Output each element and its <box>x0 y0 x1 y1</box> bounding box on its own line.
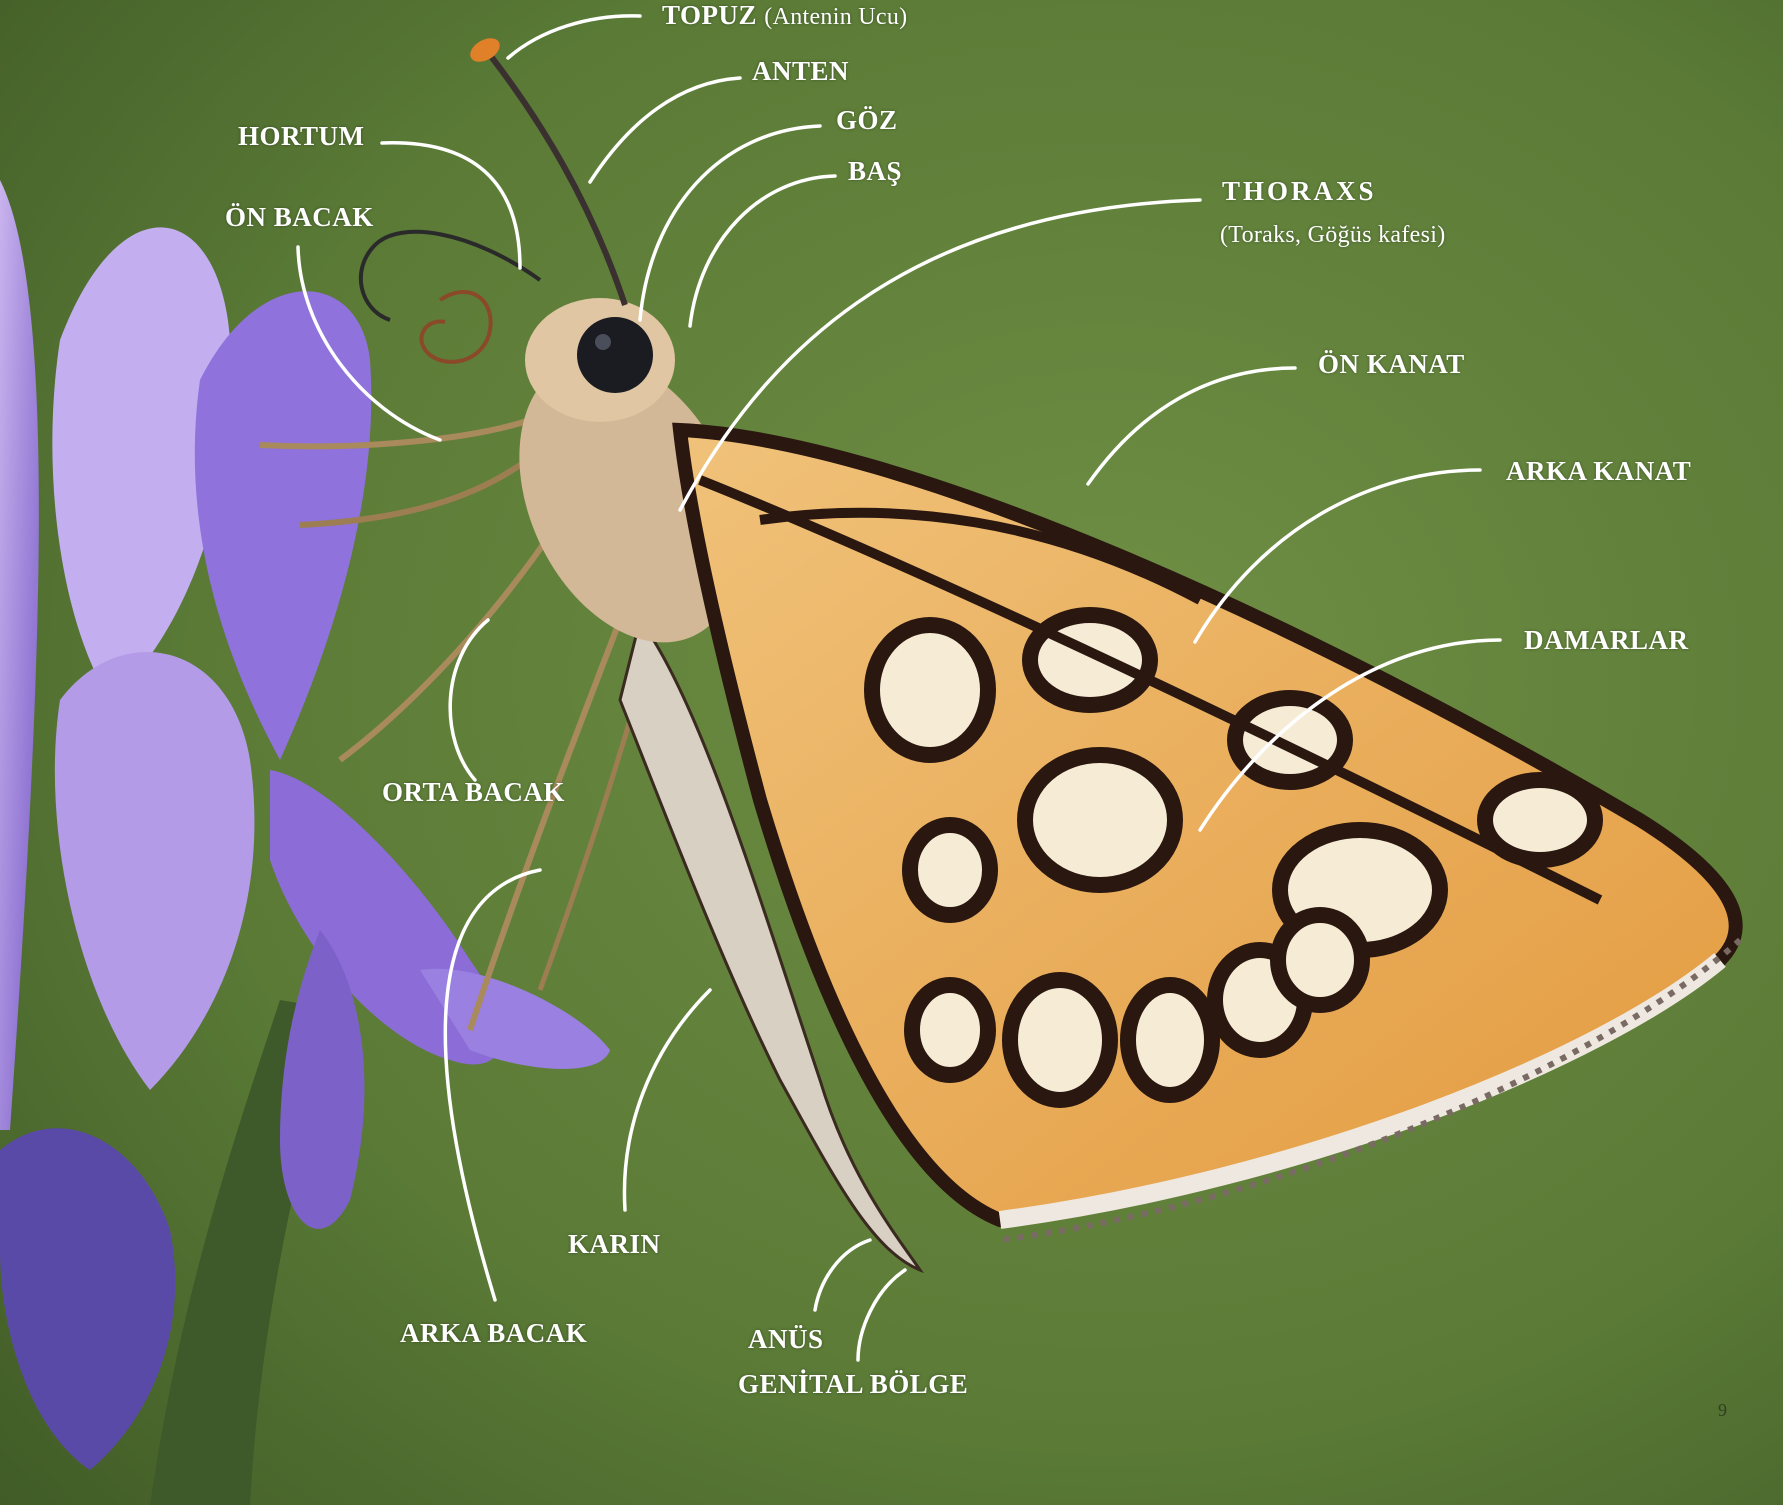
eye <box>577 317 653 393</box>
label-hortum: HORTUM <box>238 121 365 152</box>
label-bas: BAŞ <box>848 156 902 187</box>
label-on-bacak: ÖN BACAK <box>225 202 374 233</box>
label-orta-bacak: ORTA BACAK <box>382 777 565 808</box>
label-thoraxs: THORAXS <box>1222 176 1377 207</box>
label-karin: KARIN <box>568 1229 661 1260</box>
page-number: 9 <box>1718 1400 1727 1421</box>
label-on-kanat: ÖN KANAT <box>1318 349 1465 380</box>
label-arka-kanat: ARKA KANAT <box>1506 456 1691 487</box>
label-thoraxs-note: (Toraks, Göğüs kafesi) <box>1220 222 1446 249</box>
label-topuz: TOPUZ (Antenin Ucu) <box>662 0 907 31</box>
label-topuz-note: (Antenin Ucu) <box>764 4 907 30</box>
label-genital: GENİTAL BÖLGE <box>738 1369 968 1400</box>
label-topuz-main: TOPUZ <box>662 0 757 30</box>
label-arka-bacak: ARKA BACAK <box>400 1318 587 1349</box>
label-goz: GÖZ <box>836 105 898 136</box>
eye-highlight <box>595 334 611 350</box>
label-damarlar: DAMARLAR <box>1524 625 1688 656</box>
label-anus: ANÜS <box>748 1324 824 1355</box>
label-anten: ANTEN <box>752 56 849 87</box>
